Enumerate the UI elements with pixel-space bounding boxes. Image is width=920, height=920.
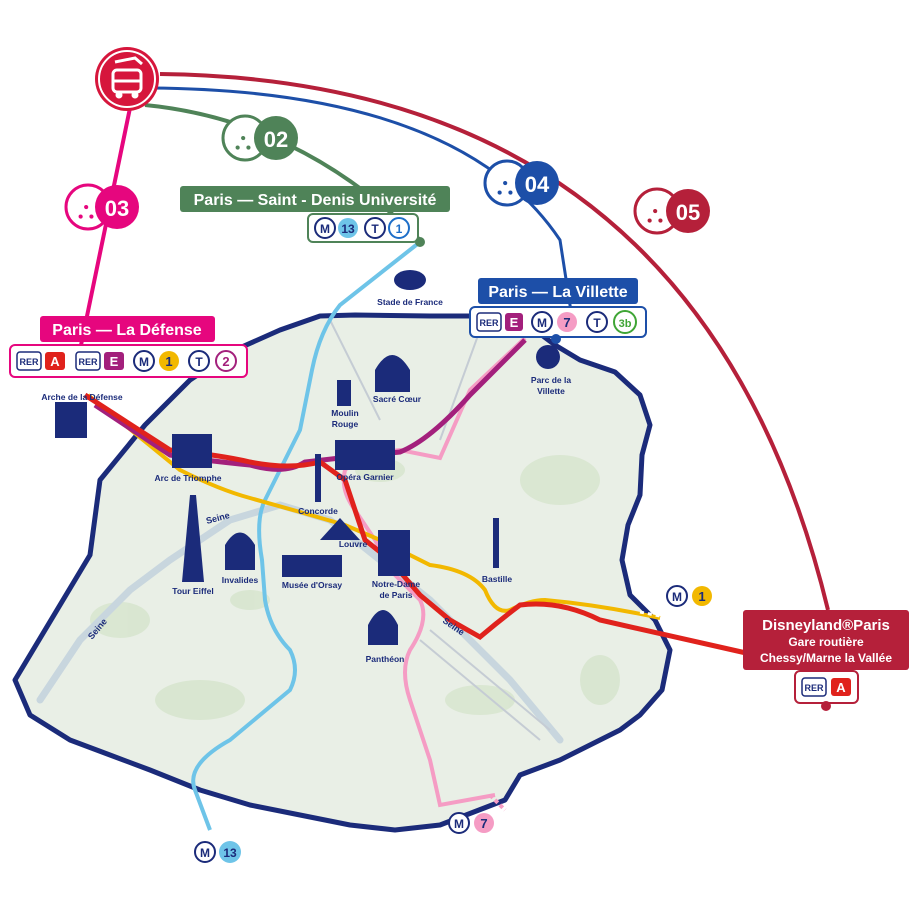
rer-e-badge: E <box>110 354 119 369</box>
opera-icon <box>335 440 395 470</box>
tram-3b-badge: 3b <box>619 318 632 330</box>
route-badge-04[interactable]: ⛬ 04 <box>483 159 559 207</box>
label-pantheon: Panthéon <box>366 654 405 664</box>
route-badge-05[interactable]: ⛬ 05 <box>633 187 710 235</box>
eiffel-tower-icon: ⛬ <box>647 201 664 228</box>
metro-symbol: M <box>672 590 682 604</box>
bus-train-icon <box>111 56 143 99</box>
metro-13-line <box>191 240 422 831</box>
terminal-metro-13[interactable]: M 13 <box>194 841 241 863</box>
route-05-line <box>159 72 830 611</box>
station-la-villette[interactable]: Paris — La Villette RER E M 7 T 3b <box>469 278 647 344</box>
label-opera: Opéra Garnier <box>336 472 394 482</box>
label-moulin-2: Rouge <box>332 419 359 429</box>
route-badge-02[interactable]: ⛬ 02 <box>221 114 298 162</box>
route-05-label: 05 <box>676 200 700 225</box>
label-invalides: Invalides <box>222 575 259 585</box>
landmark-labels: Stade de France Arche de la Défense Parc… <box>41 297 571 664</box>
cathedral-icon <box>378 530 410 576</box>
station-saint-denis-name: Paris — Saint - Denis Université <box>194 192 437 209</box>
metro-13-badge: 13 <box>223 846 237 860</box>
eiffel-tower-icon <box>182 495 204 582</box>
metro-symbol: M <box>537 316 547 330</box>
eiffel-tower-icon: ⛬ <box>497 173 514 200</box>
metro-symbol: M <box>454 817 464 831</box>
label-sacre: Sacré Cœur <box>373 394 422 404</box>
station-saint-denis[interactable]: Paris — Saint - Denis Université M 13 T … <box>180 186 450 247</box>
arche-icon <box>55 402 87 438</box>
rer-a-badge: A <box>836 680 846 695</box>
label-stade: Stade de France <box>377 297 443 307</box>
label-orsay: Musée d'Orsay <box>282 580 342 590</box>
station-villette-name: Paris — La Villette <box>488 284 627 301</box>
metro-7-badge: 7 <box>563 315 570 330</box>
pyramid-icon <box>320 518 360 540</box>
station-defense-name: Paris — La Défense <box>52 322 202 339</box>
rer-a-line <box>83 392 756 658</box>
hub-badge[interactable] <box>95 47 159 111</box>
eiffel-tower-icon: ⛬ <box>235 128 252 155</box>
route-03-label: 03 <box>105 196 129 221</box>
label-parc-2: Villette <box>537 386 565 396</box>
metro-1-badge: 1 <box>165 354 172 369</box>
rer-symbol: RER <box>804 683 824 693</box>
station-disney-line3: Chessy/Marne la Vallée <box>760 651 892 665</box>
metro-13-badge: 13 <box>341 222 355 236</box>
label-concorde: Concorde <box>298 506 338 516</box>
rer-symbol: RER <box>479 318 499 328</box>
label-parc-1: Parc de la <box>531 375 571 385</box>
landmark-icons <box>55 270 560 645</box>
museum-icon <box>282 555 342 577</box>
station-disneyland[interactable]: Disneyland®Paris Gare routière Chessy/Ma… <box>743 610 909 711</box>
label-notre-2: de Paris <box>379 590 412 600</box>
arc-icon <box>172 434 212 468</box>
pantheon-icon <box>368 610 398 645</box>
label-bastille: Bastille <box>482 574 513 584</box>
route-04-line <box>149 86 574 319</box>
tram-symbol: T <box>593 316 601 330</box>
tram-symbol: T <box>195 355 203 369</box>
station-disney-line2: Gare routière <box>788 635 864 649</box>
terminal-metro-1[interactable]: M 1 <box>666 585 712 607</box>
windmill-icon <box>337 380 351 406</box>
basilica-icon <box>375 355 410 392</box>
route-03-line <box>78 107 132 351</box>
label-moulin-1: Moulin <box>331 408 358 418</box>
station-la-defense[interactable]: Paris — La Défense RER A RER E M 1 T 2 <box>9 316 248 378</box>
eiffel-tower-icon: ⛬ <box>78 197 95 224</box>
railway-tracks <box>329 319 551 741</box>
rer-symbol: RER <box>19 357 39 367</box>
route-04-label: 04 <box>525 172 550 197</box>
label-louvre: Louvre <box>339 539 368 549</box>
label-arche: Arche de la Défense <box>41 392 123 402</box>
dome-icon <box>225 532 255 570</box>
tram-symbol: T <box>371 222 379 236</box>
stadium-icon <box>394 270 426 290</box>
tram-1-badge: 1 <box>396 222 403 236</box>
metro-symbol: M <box>139 355 149 369</box>
metro-symbol: M <box>320 222 330 236</box>
metro-1-line <box>86 393 661 620</box>
rer-e-badge: E <box>510 315 519 330</box>
obelisk-icon <box>315 454 321 502</box>
metro-symbol: M <box>200 846 210 860</box>
tram-2-badge: 2 <box>222 354 229 369</box>
metro-1-badge: 1 <box>698 589 705 604</box>
terminal-metro-7[interactable]: M 7 <box>448 812 494 834</box>
route-badge-03[interactable]: ⛬ 03 <box>64 183 139 231</box>
route-02-label: 02 <box>264 127 288 152</box>
label-tour: Tour Eiffel <box>172 586 213 596</box>
station-disney-name: Disneyland®Paris <box>762 617 890 634</box>
metro-7-badge: 7 <box>480 816 487 831</box>
label-arc: Arc de Triomphe <box>154 473 221 483</box>
column-icon <box>493 518 499 568</box>
rer-a-badge: A <box>50 354 60 369</box>
geode-icon <box>536 345 560 369</box>
rer-symbol: RER <box>78 357 98 367</box>
label-notre-1: Notre-Dame <box>372 579 420 589</box>
